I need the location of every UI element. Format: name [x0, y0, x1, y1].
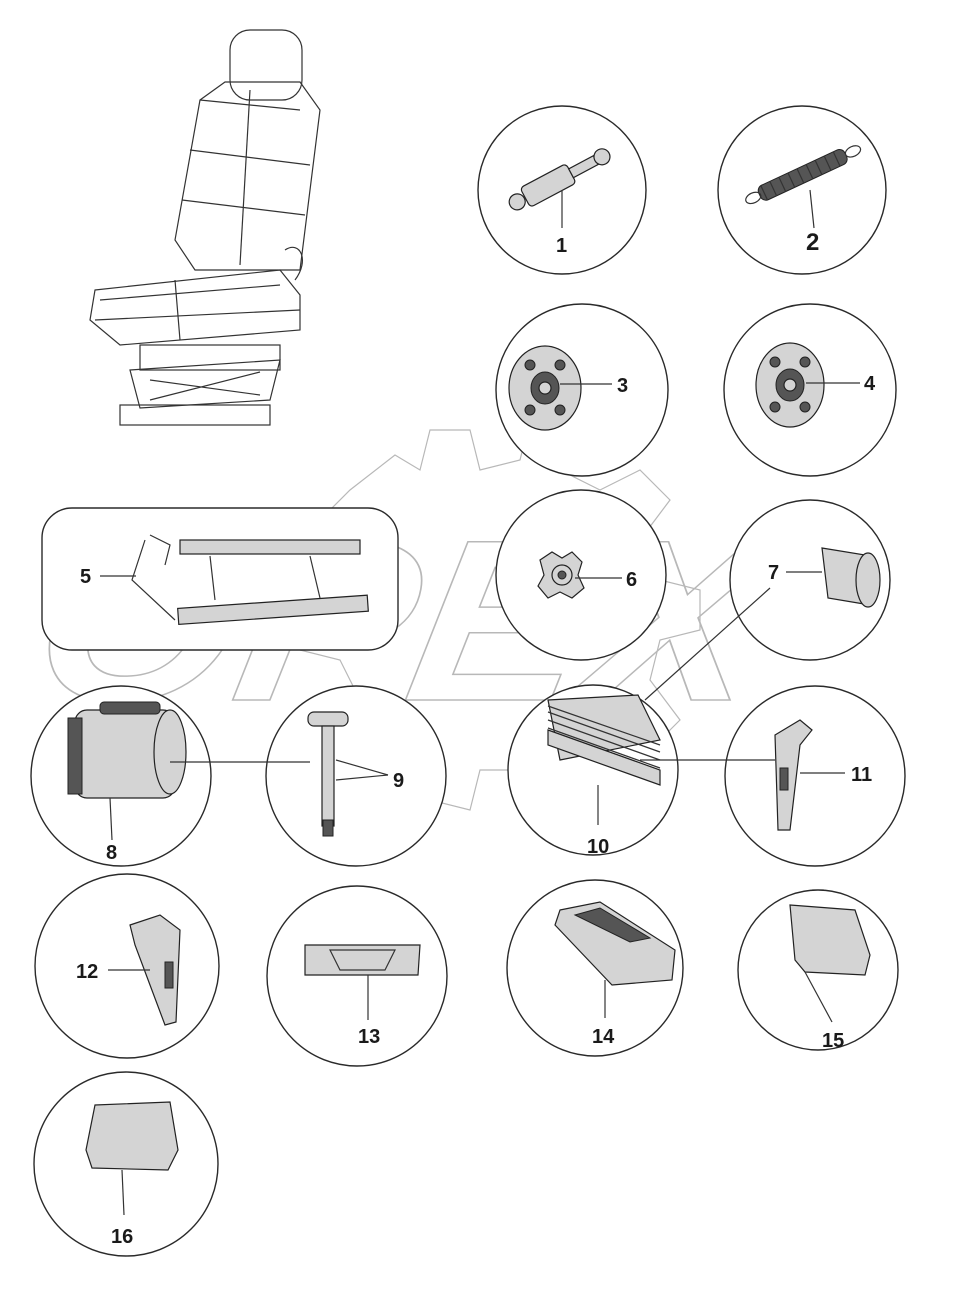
leader-lines	[170, 587, 775, 763]
callout-11: 11	[851, 764, 872, 786]
item-2-tension-spring: 2	[717, 105, 887, 275]
callout-14: 14	[592, 1026, 615, 1048]
callout-3: 3	[617, 375, 628, 397]
item-7-sleeve: 7	[729, 499, 891, 661]
callout-12: 12	[76, 961, 98, 983]
item-16-cushion-pad: 16	[33, 1071, 219, 1257]
callout-7: 7	[768, 562, 779, 584]
callout-15: 15	[822, 1030, 844, 1052]
callout-13: 13	[358, 1026, 380, 1048]
item-8-belt-retractor: 8	[30, 685, 212, 867]
item-9-handle: 9	[265, 685, 447, 867]
callout-10: 10	[587, 836, 609, 858]
item-10-cushion-pad: 10	[507, 684, 679, 858]
item-15-headrest-pad: 15	[737, 889, 899, 1052]
item-11-side-bracket: 11	[724, 685, 906, 867]
seat-assembly-illustration	[89, 29, 321, 426]
callout-4: 4	[864, 373, 876, 395]
callout-5: 5	[80, 566, 91, 588]
callout-2: 2	[806, 229, 819, 256]
item-3-adjuster-disc: 3	[495, 303, 669, 477]
callout-9: 9	[393, 770, 404, 792]
callout-1: 1	[556, 235, 567, 257]
callout-6: 6	[626, 569, 637, 591]
callout-16: 16	[111, 1226, 133, 1248]
item-13-cover: 13	[266, 885, 448, 1067]
item-5-seat-rails: 5	[41, 507, 399, 651]
item-6-knob: 6	[495, 489, 667, 661]
item-4-adjuster-disc: 4	[723, 303, 897, 477]
item-1-gas-spring: 1	[477, 105, 647, 275]
callout-8: 8	[106, 842, 117, 864]
item-14-armrest: 14	[506, 879, 684, 1057]
item-12-side-bracket: 12	[34, 873, 220, 1059]
